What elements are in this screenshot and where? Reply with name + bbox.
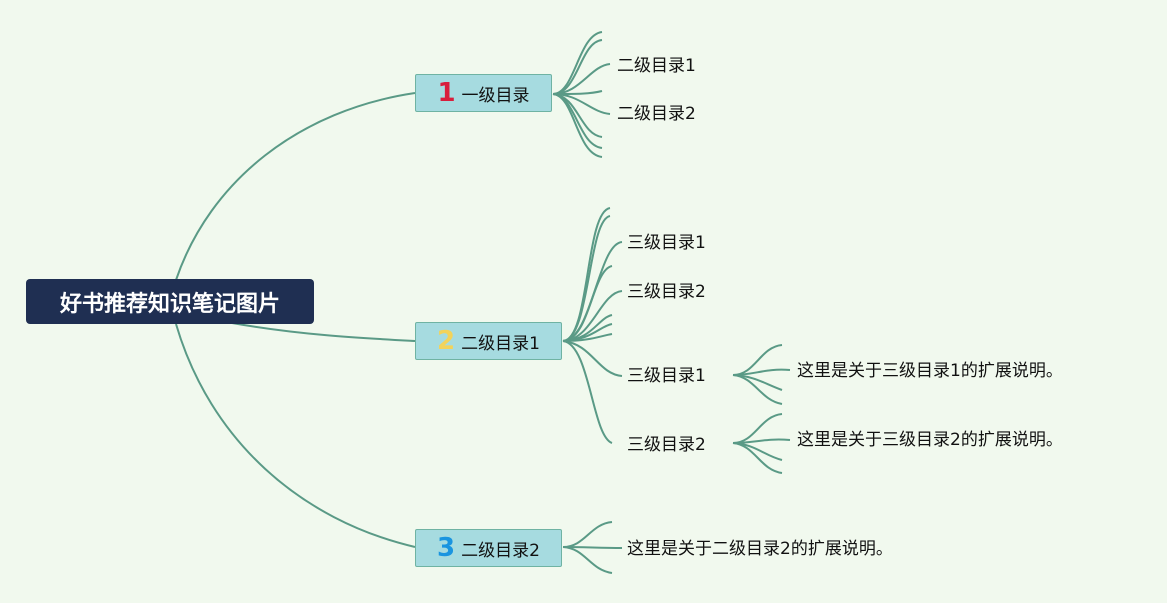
leaf-b1-child-1[interactable]: 二级目录1: [617, 56, 696, 76]
note-l3-2[interactable]: 这里是关于三级目录2的扩展说明。: [797, 430, 1063, 450]
link-b2-fan-2: [562, 215, 611, 342]
leaf-b2-child-4[interactable]: 三级目录2: [627, 435, 706, 455]
branch-node-3[interactable]: 3 二级目录2: [415, 529, 562, 567]
link-l3a-fan-4: [732, 374, 783, 405]
leaf-b1-child-2[interactable]: 二级目录2: [617, 104, 696, 124]
root-label: 好书推荐知识笔记图片: [59, 291, 280, 317]
branch-number-2: 2: [437, 326, 456, 356]
link-b2-fan-10: [562, 340, 613, 444]
link-l3b-fan-1: [732, 413, 783, 444]
root-node[interactable]: 好书推荐知识笔记图片: [26, 279, 314, 324]
branch-label-1: 一级目录: [461, 85, 530, 106]
link-b2-fan-4: [562, 265, 613, 342]
link-b2-fan-8: [562, 333, 613, 342]
link-b3-fan-3: [562, 546, 613, 574]
branch-node-2[interactable]: 2 二级目录1: [415, 322, 562, 360]
leaf-b2-child-1[interactable]: 三级目录1: [627, 233, 706, 253]
link-root-branch-1: [175, 92, 416, 281]
link-root-branch-3: [175, 323, 416, 548]
link-b1-fan-7: [552, 93, 603, 149]
link-b1-fan-5: [552, 93, 611, 115]
branch-label-2: 二级目录1: [461, 333, 540, 354]
note-l3-1[interactable]: 这里是关于三级目录1的扩展说明。: [797, 361, 1063, 381]
branch-number-3: 3: [437, 533, 456, 563]
branch-number-1: 1: [437, 78, 456, 108]
note-b3[interactable]: 这里是关于二级目录2的扩展说明。: [627, 539, 893, 559]
link-b2-fan-9: [562, 340, 623, 377]
branch-label-3: 二级目录2: [461, 540, 540, 561]
link-b3-fan-1: [562, 521, 613, 548]
link-l3a-fan-2: [732, 368, 791, 376]
branch-node-1[interactable]: 1 一级目录: [415, 74, 552, 112]
link-l3b-fan-4: [732, 442, 783, 474]
leaf-b2-child-3[interactable]: 三级目录1: [627, 366, 706, 386]
link-b1-fan-8: [552, 93, 603, 158]
leaf-b2-child-2[interactable]: 三级目录2: [627, 282, 706, 302]
link-root-branch-2: [231, 322, 416, 342]
